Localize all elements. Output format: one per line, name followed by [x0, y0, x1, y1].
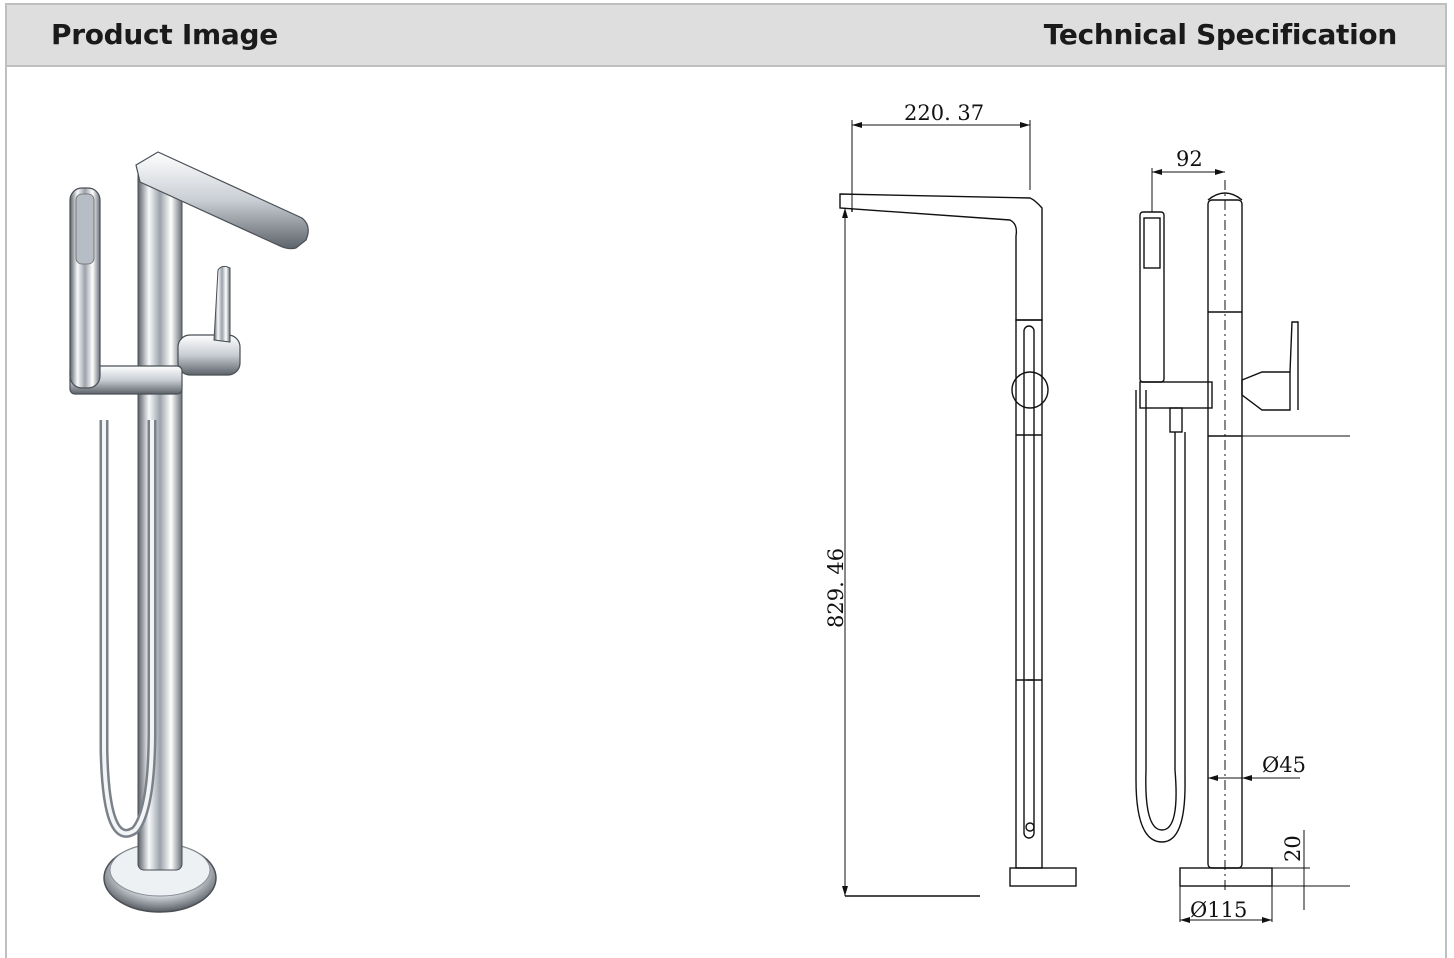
mixer-body	[177, 334, 241, 376]
technical-specification-heading: Technical Specification	[1043, 18, 1398, 51]
dimension-handshower-offset: 92	[1176, 147, 1203, 171]
dimension-base-diameter: Ø115	[1190, 898, 1247, 922]
lever-handle	[213, 265, 231, 343]
page-frame	[5, 3, 1447, 958]
product-image-heading: Product Image	[51, 18, 278, 51]
dimension-body-diameter: Ø45	[1262, 753, 1306, 777]
spout	[135, 151, 309, 250]
section-header: Product Image Technical Specification	[7, 5, 1445, 67]
product-photo	[69, 151, 309, 913]
dimension-spout-reach: 220. 37	[904, 101, 984, 125]
dimension-base-thickness: 20	[1281, 835, 1305, 862]
technical-drawing: 220. 37 92 829. 46 555 Ø45 20 Ø115	[824, 101, 1350, 923]
main-column	[137, 169, 183, 871]
dimension-total-height: 829. 46	[824, 548, 848, 628]
